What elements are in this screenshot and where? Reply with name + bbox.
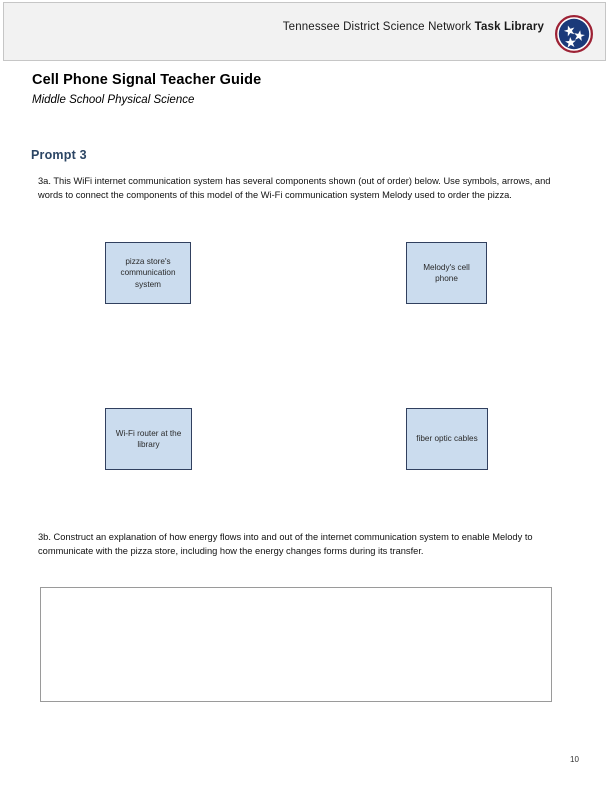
document-title: Cell Phone Signal Teacher Guide <box>32 72 262 88</box>
tennessee-tri-star-logo-icon <box>555 15 593 53</box>
component-box-melody-cell-phone-label: Melody's cell phone <box>423 262 470 284</box>
component-box-wifi-router-label: Wi-Fi router at the library <box>115 428 182 450</box>
component-box-wifi-router[interactable]: Wi-Fi router at the library <box>105 408 192 470</box>
component-box-fiber-optic-cables-label: fiber optic cables <box>416 434 478 444</box>
component-box-fiber-optic-cables[interactable]: fiber optic cables <box>406 408 488 470</box>
answer-response-box[interactable] <box>40 587 552 702</box>
component-box-pizza-store[interactable]: pizza store's communication system <box>105 242 191 304</box>
document-subtitle: Middle School Physical Science <box>32 94 195 106</box>
page-number: 10 <box>570 755 579 764</box>
prompt-item-3a-text: 3a. This WiFi internet communication sys… <box>38 176 551 201</box>
header-title: Tennessee District Science Network Task … <box>4 21 544 33</box>
page-header-band: Tennessee District Science Network Task … <box>3 2 606 61</box>
component-box-pizza-store-label: pizza store's communication system <box>120 256 176 289</box>
header-title-network: Tennessee District Science Network <box>282 21 475 33</box>
prompt-heading: Prompt 3 <box>31 148 87 162</box>
header-title-task-library: Task Library <box>474 21 544 33</box>
component-box-melody-cell-phone[interactable]: Melody's cell phone <box>406 242 487 304</box>
prompt-item-3b-text: 3b. Construct an explanation of how ener… <box>38 532 533 557</box>
